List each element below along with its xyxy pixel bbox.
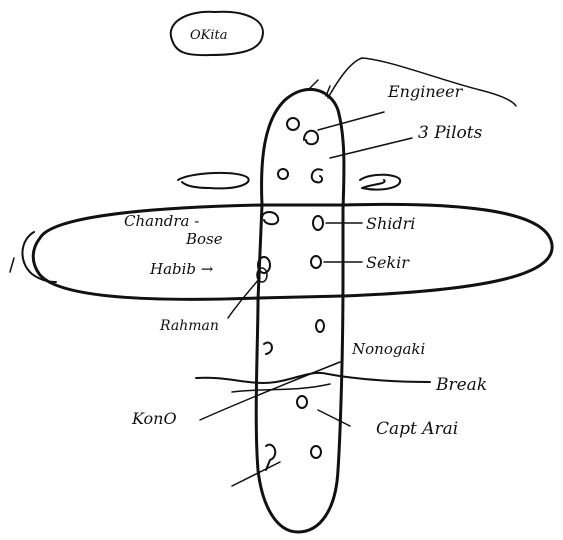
sekir-label: Sekir <box>366 253 410 272</box>
wing-outline <box>33 204 552 299</box>
seat-engineer-1 <box>287 118 299 130</box>
rahman-label: Rahman <box>159 318 219 334</box>
bose-label: Bose <box>185 230 223 248</box>
okita-label: OKita <box>190 28 228 43</box>
seat-kono <box>264 343 272 354</box>
capt-arai-label: Capt Arai <box>376 419 458 439</box>
seat-engineer-2 <box>304 131 318 145</box>
engine-left <box>178 173 249 188</box>
engine-right <box>360 175 400 190</box>
fuselage-outline <box>256 89 344 532</box>
nonogaki-label: Nonogaki <box>351 340 425 358</box>
seat-pilot-1 <box>278 169 288 179</box>
leader-rear <box>232 462 280 486</box>
seat-nonogaki <box>316 320 324 332</box>
chandra-label: Chandra - <box>124 212 199 230</box>
break-label: Break <box>435 375 487 395</box>
habib-label: Habib → <box>149 260 214 278</box>
engineer-label: Engineer <box>387 82 464 101</box>
propeller-mark <box>310 80 330 96</box>
seat-marks <box>257 118 324 470</box>
pilots-label: 3 Pilots <box>418 123 483 143</box>
nose-arc <box>328 58 362 98</box>
break-line <box>196 373 430 383</box>
seat-pilot-2 <box>312 169 322 182</box>
okita-group: OKita <box>171 12 263 55</box>
kono-label: KonO <box>131 409 177 428</box>
seat-chandra-bose <box>262 212 278 224</box>
leader-capt-arai <box>318 410 350 426</box>
shidri-label: Shidri <box>366 214 415 233</box>
seat-capt-arai <box>297 396 307 408</box>
wing-tip-left-outer <box>10 258 14 272</box>
seat-sekir <box>311 256 321 268</box>
leader-engineer <box>318 112 384 130</box>
seat-shidri <box>313 216 323 230</box>
seat-rear-2 <box>311 446 321 458</box>
